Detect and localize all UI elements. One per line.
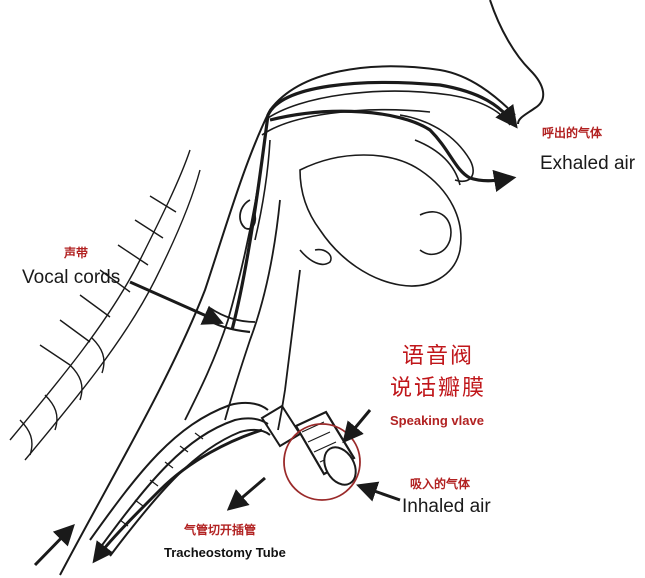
annotation-arrows bbox=[33, 280, 401, 567]
tube-label-arrow bbox=[226, 476, 266, 511]
tracheostomy-tube-label-cn: 气管切开插管 bbox=[184, 523, 257, 537]
vocal-cords-label-cn: 声带 bbox=[64, 246, 89, 260]
speaking-valve-label-cn-line2: 说话瓣膜 bbox=[390, 376, 487, 401]
vocal-cords-label: Vocal cords bbox=[22, 267, 121, 288]
valve-highlight-circle bbox=[283, 423, 361, 501]
inhaled-air-flow bbox=[92, 428, 263, 564]
nasal-oral-structures bbox=[254, 90, 511, 287]
cervical-spine bbox=[9, 149, 201, 461]
speaking-valve bbox=[283, 410, 361, 501]
exhaled-air-flow bbox=[230, 80, 518, 331]
exhaled-air-label: Exhaled air bbox=[540, 153, 636, 174]
inhaled-air-label: Inhaled air bbox=[402, 496, 491, 517]
head-neck-contour bbox=[59, 65, 516, 576]
exhaled-air-label-cn: 呼出的气体 bbox=[542, 126, 603, 140]
face-profile-outline bbox=[489, 0, 545, 125]
bottom-inlet-arrow bbox=[33, 523, 75, 567]
inhaled-air-arrow bbox=[356, 481, 401, 502]
tracheostomy-tube-label: Tracheostomy Tube bbox=[164, 545, 286, 560]
vocal-cords-arrow bbox=[129, 280, 224, 325]
speaking-valve-label: Speaking vlave bbox=[390, 413, 484, 428]
valve-label-arrow bbox=[342, 409, 372, 444]
speaking-valve-label-cn-line1: 语音阀 bbox=[402, 344, 475, 369]
inhaled-air-label-cn: 吸入的气体 bbox=[410, 477, 471, 491]
